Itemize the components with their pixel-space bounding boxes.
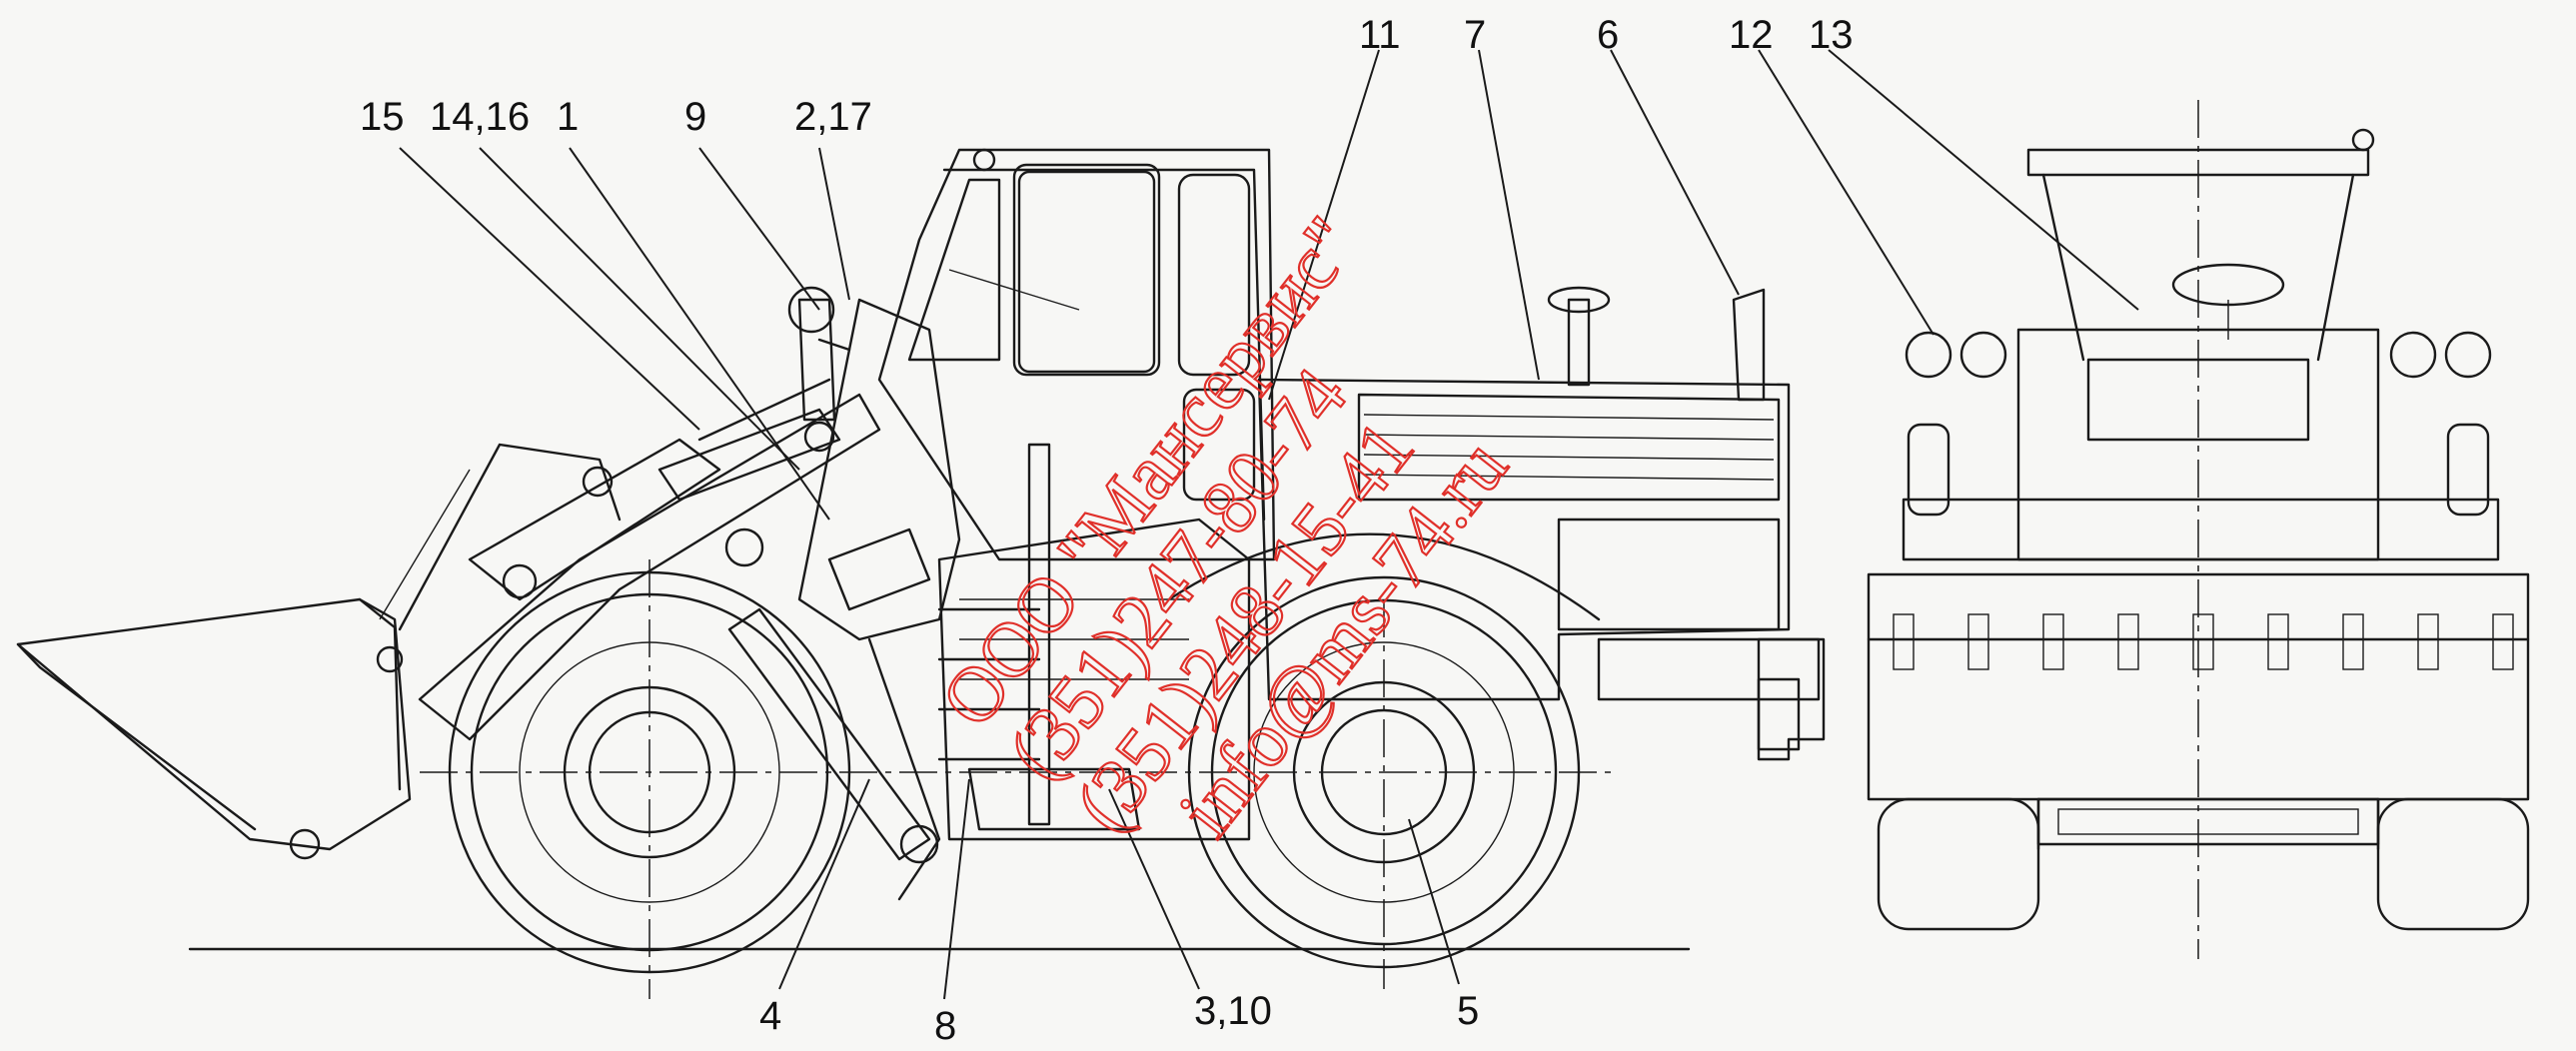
front-cab-frame <box>2026 128 2375 362</box>
rear-fender <box>1167 532 1601 621</box>
callout-2-17: 2,17 <box>794 95 872 139</box>
engine-hood <box>1257 378 1821 701</box>
callout-6: 6 <box>1597 13 1619 57</box>
rear-wheel <box>1187 575 1581 969</box>
callouts: 15 14,16 1 9 2,17 11 7 6 12 13 4 8 3,10 … <box>360 13 1854 1048</box>
callout-1: 1 <box>557 95 579 139</box>
front-body <box>1902 328 2500 561</box>
front-axle <box>2036 797 2380 846</box>
callout-9: 9 <box>684 95 706 139</box>
front-wheel <box>448 570 851 974</box>
step-ladder <box>937 443 1051 826</box>
watermark: ООО "Мансервис" (351)247-80-74 (351)248-… <box>922 200 1524 853</box>
headlights <box>1905 331 2492 379</box>
front-view <box>1867 100 2530 959</box>
callout-4: 4 <box>759 994 781 1038</box>
callout-3-10: 3,10 <box>1194 989 1272 1033</box>
callout-15: 15 <box>360 95 405 139</box>
side-view <box>16 148 1826 999</box>
air-intake <box>1547 286 1611 387</box>
chassis <box>937 518 1251 841</box>
counterweight <box>1757 637 1826 761</box>
callout-14-16: 14,16 <box>430 95 530 139</box>
callout-13: 13 <box>1809 13 1854 57</box>
exhaust-pipe <box>1732 288 1766 402</box>
front-view-wheels <box>1877 797 2530 931</box>
callout-11: 11 <box>1359 13 1401 57</box>
callout-8: 8 <box>934 1004 956 1048</box>
front-frame <box>797 298 961 901</box>
callout-7: 7 <box>1464 13 1486 57</box>
bucket <box>16 443 622 860</box>
callout-5: 5 <box>1457 989 1479 1033</box>
leader-lines <box>399 49 2139 1000</box>
callout-12: 12 <box>1729 13 1774 57</box>
